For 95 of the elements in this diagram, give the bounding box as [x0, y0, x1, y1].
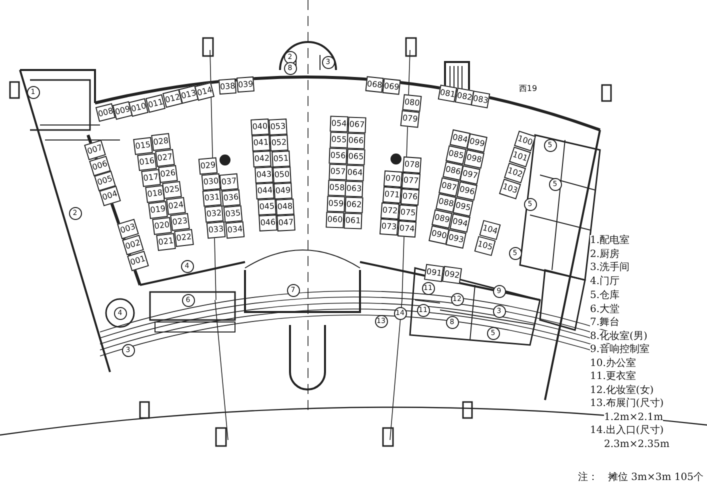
booth-box: 021 — [156, 232, 176, 252]
booth-box: 056 — [328, 148, 348, 164]
key-item: 1.2m×2.1m — [604, 412, 664, 424]
booth-box: 028 — [151, 132, 171, 152]
booth-box: 046 — [258, 214, 278, 232]
booth-box: 030 — [201, 173, 221, 191]
booth-box: 051 — [272, 150, 290, 168]
booth-box: 061 — [344, 212, 362, 230]
key-item: 2.厨房 — [590, 249, 620, 261]
booth-box: 022 — [174, 228, 194, 248]
booth-box: 077 — [401, 172, 421, 190]
booth-box: 091 — [424, 264, 444, 282]
booth-box: 057 — [328, 164, 348, 180]
booth-box: 040 — [250, 118, 270, 136]
booth-box: 003 — [117, 218, 139, 240]
booth-box: 076 — [400, 188, 420, 206]
booth-box: 068 — [364, 76, 384, 92]
booth-box: 075 — [398, 204, 418, 222]
booth-box: 105 — [474, 236, 496, 256]
key-item: 5.仓库 — [590, 290, 620, 302]
booth-box: 031 — [202, 189, 222, 207]
booth-box: 069 — [382, 78, 400, 94]
booth-box: 071 — [382, 186, 402, 204]
note-text: 注： — [578, 472, 598, 484]
booth-box: 019 — [148, 200, 168, 220]
booth-box: 029 — [198, 157, 218, 175]
booth-box: 032 — [204, 205, 224, 223]
booth-box: 099 — [466, 133, 488, 153]
key-item: 1.配电室 — [590, 235, 630, 247]
key-item: 12.化妆室(女) — [590, 385, 654, 397]
booth-box: 048 — [276, 198, 294, 216]
booth-box: 104 — [479, 220, 501, 240]
booth-box: 067 — [348, 116, 366, 134]
booth-box: 055 — [330, 132, 348, 148]
booth-box: 042 — [252, 150, 272, 168]
booth-box: 023 — [170, 212, 190, 232]
booth-box: 062 — [344, 196, 364, 214]
booth-box: 016 — [137, 152, 157, 172]
booth-box: 054 — [330, 116, 348, 132]
booth-box: 103 — [498, 178, 522, 200]
booth-box: 084 — [450, 129, 470, 149]
room-label: 西19 — [518, 82, 538, 94]
booth-box: 020 — [152, 216, 172, 236]
booth-box: 078 — [402, 156, 422, 174]
booth-box: 066 — [346, 132, 366, 150]
booth-box: 081 — [437, 84, 457, 102]
booth-box: 060 — [326, 212, 344, 228]
booth-box: 039 — [236, 76, 254, 92]
key-item: 9.音响控制室 — [590, 344, 650, 356]
key-item: 7.舞台 — [590, 317, 620, 329]
booth-box: 073 — [379, 218, 399, 236]
key-item: 13.布展门(尺寸) — [590, 398, 664, 410]
booth-box: 070 — [383, 170, 403, 188]
booth-box: 033 — [206, 221, 226, 239]
booth-box: 049 — [274, 182, 292, 200]
key-item: 10.办公室 — [590, 358, 636, 370]
booth-box: 079 — [400, 110, 420, 128]
booth-box: 038 — [218, 78, 236, 94]
booth-box: 037 — [219, 173, 239, 191]
key-item: 3.洗手间 — [590, 262, 630, 274]
key-item: 11.更衣室 — [590, 371, 636, 383]
booth-box: 072 — [380, 202, 400, 220]
booth-box: 043 — [254, 166, 274, 184]
booth-box: 045 — [258, 198, 276, 216]
key-item: 6.大堂 — [590, 304, 620, 316]
booth-box: 024 — [166, 196, 186, 216]
booth-box: 036 — [221, 189, 241, 207]
key-item: 14.出入口(尺寸) — [590, 425, 664, 437]
booth-box: 053 — [268, 118, 288, 136]
booth-box: 092 — [442, 266, 462, 284]
key-item: 4.门厅 — [590, 276, 620, 288]
booth-box: 050 — [272, 166, 292, 184]
booth-box: 009 — [112, 100, 132, 120]
booth-box: 052 — [270, 134, 288, 152]
booth-box: 074 — [397, 220, 417, 238]
booth-box: 047 — [276, 214, 296, 232]
booth-box: 035 — [223, 205, 243, 223]
booth-box: 058 — [328, 180, 346, 196]
booth-box: 001 — [127, 250, 149, 272]
note-text: 摊位 3m×3m 105个 — [608, 472, 704, 484]
key-item: 8.化妆室(男) — [590, 331, 648, 343]
booth-box: 063 — [344, 180, 364, 198]
booth-box: 093 — [446, 229, 466, 249]
booth-box: 059 — [326, 196, 346, 212]
booth-box: 065 — [346, 148, 366, 166]
booth-box: 080 — [402, 94, 422, 112]
booth-box: 044 — [256, 182, 274, 200]
booth-box: 034 — [225, 221, 245, 239]
booth-box: 041 — [252, 134, 270, 152]
booth-box: 100 — [514, 130, 536, 152]
booth-box: 064 — [346, 164, 364, 182]
booth-box: 015 — [133, 136, 153, 156]
booth-box: 008 — [94, 102, 116, 122]
booth-box: 011 — [144, 94, 166, 112]
booth-box: 102 — [504, 162, 526, 184]
